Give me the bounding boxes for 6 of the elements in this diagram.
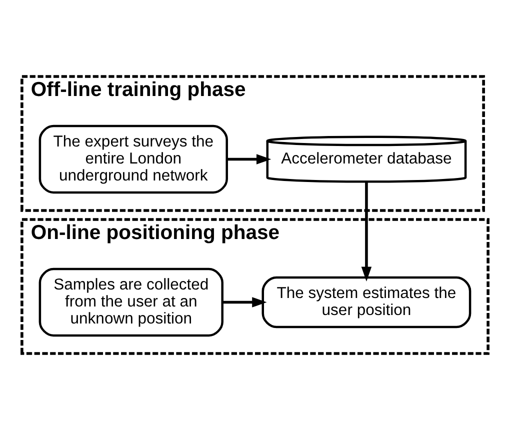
node-box: The system estimates the user position — [262, 276, 472, 328]
node-box: The expert surveys the entire London underground network — [38, 124, 228, 194]
arrow — [222, 296, 267, 307]
arrow — [361, 181, 372, 281]
arrow — [227, 154, 272, 164]
node-box: Samples are collected from the user at an unknown position — [38, 267, 224, 336]
